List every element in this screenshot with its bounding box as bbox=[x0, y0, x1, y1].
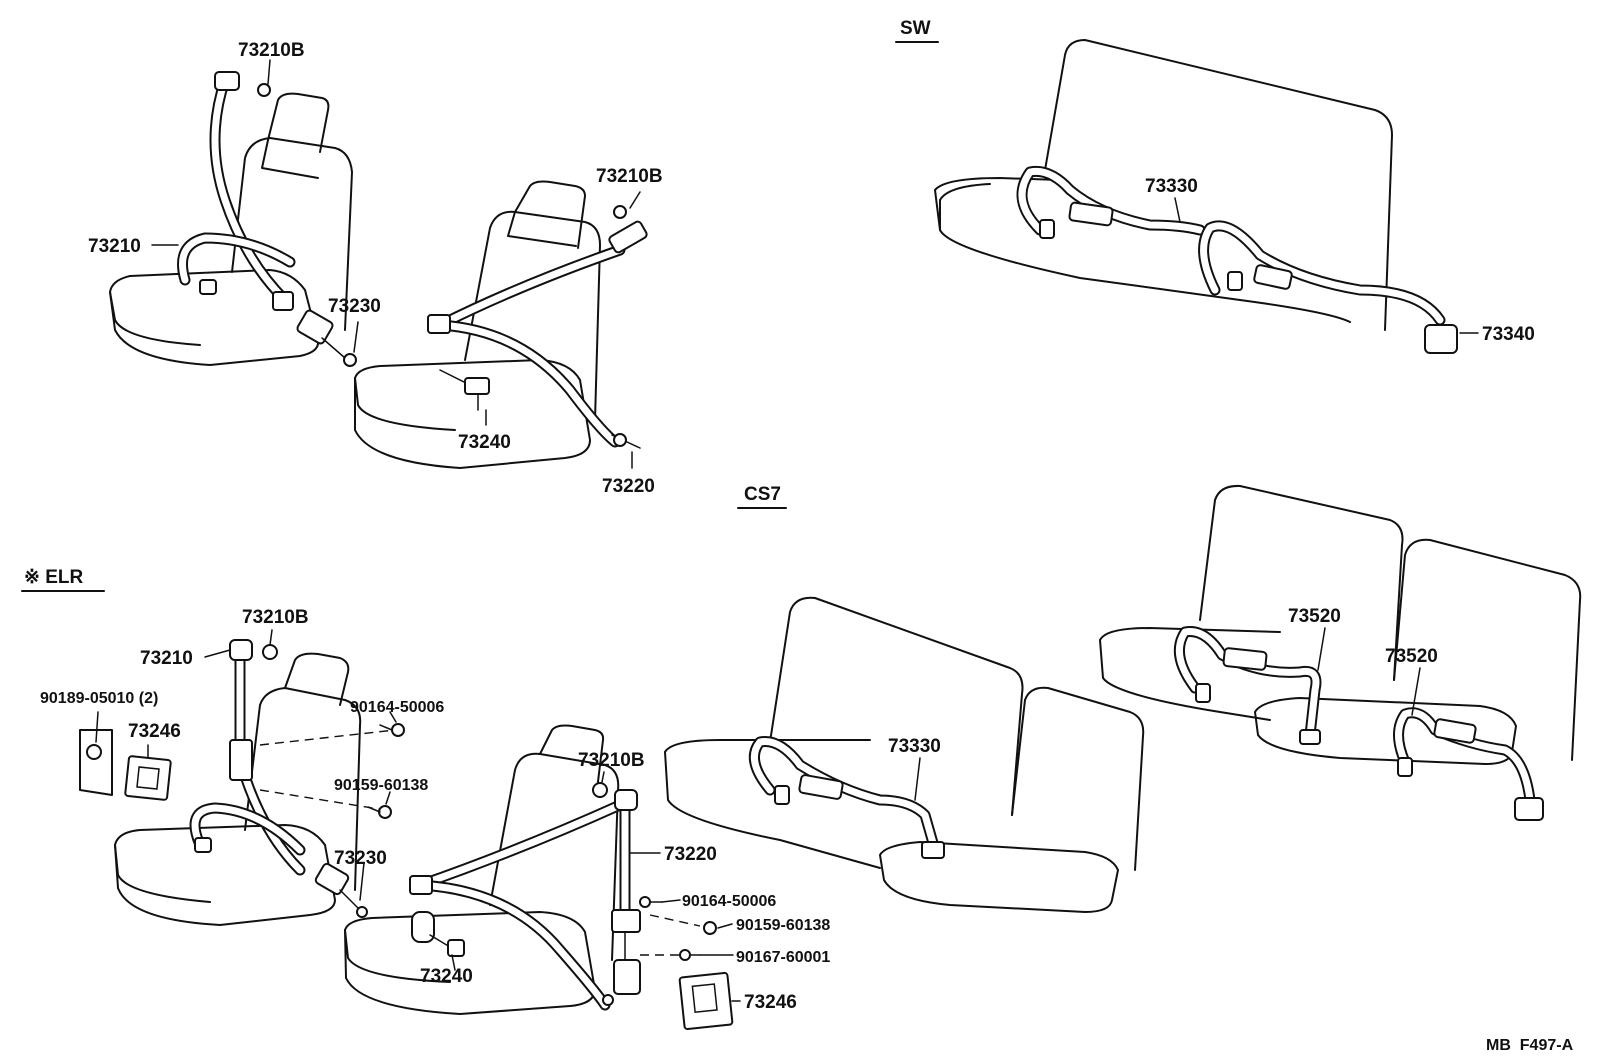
label-73520: 73520 bbox=[1288, 606, 1341, 627]
belt-73330-cs7 bbox=[748, 736, 945, 859]
lap-anchor bbox=[199, 279, 217, 295]
bracket-73246-elr-right bbox=[678, 971, 734, 1031]
label-73330: 73330 bbox=[1145, 176, 1198, 197]
leader-lines bbox=[95, 59, 1479, 1002]
anchor-cover-73210B-top-right bbox=[613, 205, 627, 219]
section-cs7: CS7 bbox=[744, 484, 781, 505]
retractor-73340 bbox=[1424, 324, 1458, 354]
buckle-73230-top bbox=[296, 309, 357, 367]
label-90164-50006: 90164-50006 bbox=[682, 893, 776, 910]
label-73210B: 73210B bbox=[242, 607, 309, 628]
elr-front-seat-left bbox=[114, 652, 362, 926]
bracket-90189-73246-elr bbox=[79, 729, 172, 801]
bolt bbox=[343, 353, 357, 367]
label-73210B: 73210B bbox=[596, 166, 663, 187]
label-73330: 73330 bbox=[888, 736, 941, 757]
sw-bench-seat bbox=[934, 39, 1393, 331]
retractor-elr bbox=[613, 959, 641, 995]
bolts-elr-left bbox=[259, 723, 405, 819]
buckle-73230-elr bbox=[314, 862, 368, 918]
label-73210B: 73210B bbox=[578, 750, 645, 771]
section-elr: ※ ELR bbox=[24, 567, 83, 588]
buckle-73240-top bbox=[439, 369, 490, 411]
belt-73220-top bbox=[427, 220, 648, 449]
label-90159-60138: 90159-60138 bbox=[334, 777, 428, 794]
belt-73210-elr bbox=[189, 639, 306, 876]
buckle-73240-elr bbox=[411, 911, 465, 957]
label-73246: 73246 bbox=[744, 992, 797, 1013]
tongue-plate bbox=[272, 291, 294, 311]
label-90167-60001: 90167-60001 bbox=[736, 949, 830, 966]
figure-code: MB F497-A bbox=[1486, 1037, 1574, 1054]
anchor-cover-73210B-elr-right bbox=[592, 782, 608, 798]
label-73240: 73240 bbox=[458, 432, 511, 453]
label-90159-60138: 90159-60138 bbox=[736, 917, 830, 934]
belt-73220-elr bbox=[409, 789, 641, 1011]
cs7-bench-left bbox=[664, 596, 1024, 869]
label-73210B: 73210B bbox=[238, 40, 305, 61]
label-73230: 73230 bbox=[334, 848, 387, 869]
label-73210: 73210 bbox=[88, 236, 141, 257]
label-73520: 73520 bbox=[1385, 646, 1438, 667]
belt-73520-right bbox=[1393, 707, 1544, 821]
label-73230: 73230 bbox=[328, 296, 381, 317]
label-73220: 73220 bbox=[664, 844, 717, 865]
belt-73210-top bbox=[177, 71, 296, 311]
label-73220: 73220 bbox=[602, 476, 655, 497]
label-73340: 73340 bbox=[1482, 324, 1535, 345]
bolts-elr-right bbox=[639, 896, 734, 1031]
belt-73340-sw bbox=[1198, 220, 1458, 354]
label-73240: 73240 bbox=[420, 966, 473, 987]
anchor-cover-73210B-elr bbox=[262, 644, 278, 660]
cs7-rear-bench-left bbox=[1099, 484, 1404, 721]
belt-73330-sw bbox=[1016, 165, 1206, 239]
anchor-cover-73210B-top bbox=[257, 83, 271, 97]
front-seat-right-top bbox=[354, 180, 601, 469]
label-73210: 73210 bbox=[140, 648, 193, 669]
label-90164-50006: 90164-50006 bbox=[350, 699, 444, 716]
section-sw: SW bbox=[900, 18, 931, 39]
label-73246: 73246 bbox=[128, 721, 181, 742]
label-90189-05010: 90189-05010 (2) bbox=[40, 690, 158, 707]
belt-73520-left bbox=[1173, 626, 1322, 745]
anchor-plate-top bbox=[214, 71, 240, 91]
cs7-bench-right bbox=[879, 686, 1145, 913]
